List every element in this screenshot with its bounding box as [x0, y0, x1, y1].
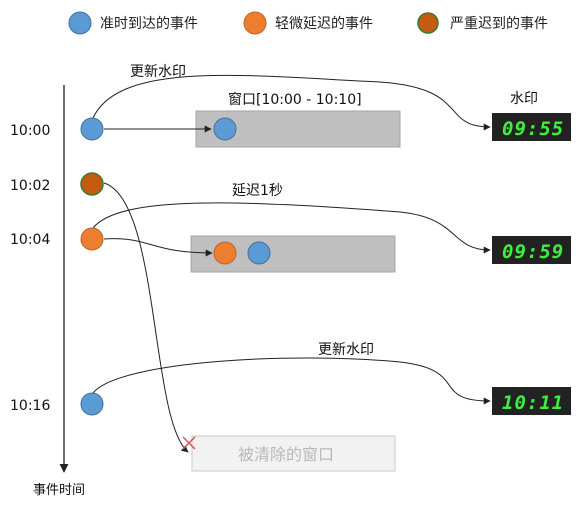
time-label-1004: 10:04 — [10, 232, 50, 248]
dropped-x-icon — [182, 436, 196, 450]
legend-slightly-late-label: 轻微延迟的事件 — [275, 16, 373, 32]
watermark-clock-2: 09:59 — [492, 236, 571, 264]
event-1016 — [80, 392, 104, 416]
arrow-update-watermark-2 — [92, 202, 491, 254]
delay-label: 延迟1秒 — [232, 183, 283, 199]
arrow-update-watermark-3 — [92, 357, 491, 405]
legend-on-time-dot — [68, 11, 92, 35]
window-event-1000 — [213, 117, 237, 141]
event-1004-slightly-late — [80, 227, 104, 251]
time-label-1016: 10:16 — [10, 398, 50, 414]
event-1002-very-late — [80, 172, 104, 196]
time-label-1002: 10:02 — [10, 178, 50, 194]
window-label: 窗口[10:00 - 10:10] — [228, 91, 362, 108]
cleared-window-box — [191, 435, 396, 472]
clock-value-3: 10:11 — [502, 392, 564, 414]
arrow-update-watermark-1 — [92, 74, 491, 131]
legend: 准时到达的事件 轻微延迟的事件 严重迟到的事件 — [68, 11, 548, 35]
arrow-very-late-to-cleared — [103, 182, 189, 453]
watermark-heading: 水印 — [510, 91, 538, 107]
window-box-upper — [195, 110, 401, 148]
update-watermark-label-2: 更新水印 — [318, 342, 374, 358]
legend-on-time-label: 准时到达的事件 — [100, 16, 198, 32]
cleared-window-label: 被清除的窗口 — [238, 445, 334, 464]
clock-value-1: 09:55 — [502, 118, 564, 140]
arrow-late-event-to-window — [103, 238, 213, 257]
legend-slightly-late-dot — [243, 11, 267, 35]
legend-very-late-label: 严重迟到的事件 — [450, 16, 548, 32]
axis-label: 事件时间 — [33, 483, 85, 498]
watermark-clock-1: 09:55 — [492, 113, 571, 141]
event-1000 — [80, 117, 104, 141]
window-event-on-time — [247, 241, 271, 265]
update-watermark-label-1: 更新水印 — [130, 64, 186, 80]
window-event-1004 — [213, 241, 237, 265]
time-label-1000: 10:00 — [10, 123, 50, 139]
connectors — [92, 74, 491, 453]
legend-very-late-dot — [417, 12, 439, 34]
clock-value-2: 09:59 — [502, 241, 564, 263]
watermark-clock-3: 10:11 — [492, 387, 571, 415]
